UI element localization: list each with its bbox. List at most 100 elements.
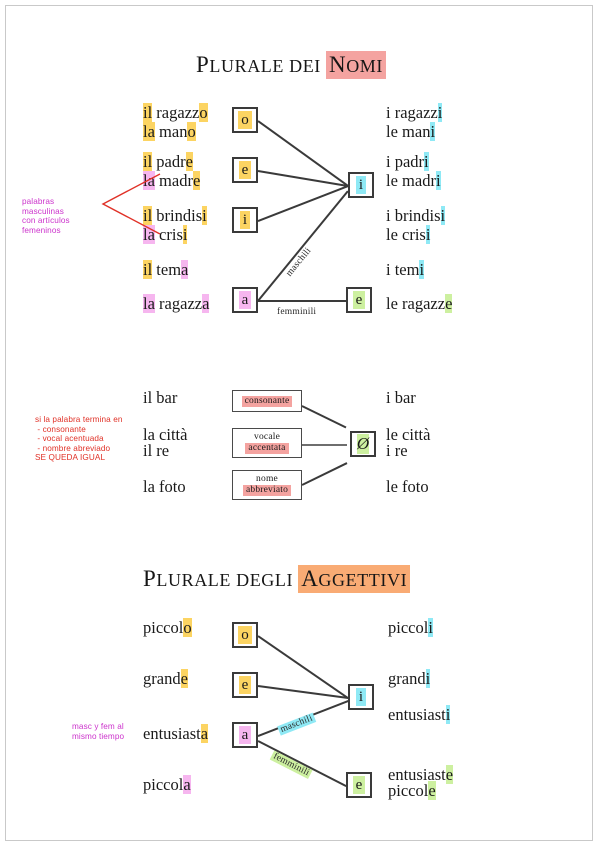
word-le-crisi: le crisi [386,225,431,245]
connector-label-maschili-agg: maschili [277,712,317,736]
title-nomi-hl-initial: N [328,52,347,77]
stem: entusiast [143,724,201,743]
word-il-bar: il bar [143,388,177,408]
ending: a [202,294,210,313]
box-target-i-nomi[interactable]: i [348,172,374,198]
ending: i [425,669,431,688]
box-source-e-agg[interactable]: e [232,672,258,698]
ending: i [419,260,425,279]
box-target-e-nomi[interactable]: e [346,287,372,313]
stem: entusiast [388,705,446,724]
box-target-e-agg[interactable]: e [346,772,372,798]
word-i-temi: i temi [386,260,425,280]
word-le-citta: le città [386,425,430,445]
word-i-bar: i bar [386,388,416,408]
ending: i [424,152,429,171]
word-il-tema: il tema [143,260,189,280]
word-entusiasti: entusiasti [388,705,451,725]
stem: i tem [386,260,420,279]
ending: o [199,103,208,122]
article-la: la [143,122,155,141]
box-source-a-nomi[interactable]: a [232,287,258,313]
word-piccolo: piccolo [143,618,192,638]
connector-label-femminili-nomi: femminili [277,307,317,317]
connector-a-to-e-agg [257,740,347,788]
ending: a [181,260,189,279]
stem: piccol [388,618,429,637]
stem: padr [152,152,186,171]
empty-set-icon: Ø [356,434,370,454]
box-source-o-nomi[interactable]: o [232,107,258,133]
box-rule-nome-abbreviato[interactable]: nome abbreviato [232,470,302,500]
stem: ragazz [154,294,203,313]
title-nomi-prefix: LURALE DEI [209,56,326,76]
box-target-empty-set[interactable]: Ø [350,431,376,457]
stem: piccol [143,775,184,794]
stem: le ragazz [386,294,446,313]
word-i-ragazzi: i ragazzi [386,103,443,123]
title-nomi-hl-rest: OMI [346,56,384,76]
stem: tem [152,260,182,279]
ending: a [200,724,209,743]
box-source-a-agg[interactable]: a [232,722,258,748]
ending: i [445,705,451,724]
article-il: il [143,260,153,279]
stem: il re [143,441,170,460]
stem: le città [386,425,431,444]
stem: piccol [143,618,184,637]
ending: i [428,618,433,637]
word-le-madri: le madri [386,171,441,191]
box-source-i-nomi[interactable]: i [232,207,258,233]
ending: e [428,781,436,800]
stem: i ragazz [386,103,438,122]
ending: i [440,206,446,225]
word-la-ragazza: la ragazza [143,294,210,314]
stem: i brindis [386,206,441,225]
word-piccole: piccole [388,781,436,801]
bracket-masc-fem-articles [101,173,161,235]
rule-text-consonante: consonante [241,395,293,407]
ending: e [445,294,453,313]
box-source-o-agg[interactable]: o [232,622,258,648]
word-i-brindisi: i brindisi [386,206,446,226]
word-piccoli: piccoli [388,618,433,638]
stem: ragazz [152,103,200,122]
stem: grand [143,669,181,688]
rule-text-nome: nome [256,474,278,484]
connector-e-to-i [257,170,349,188]
stem: brindis [152,206,203,225]
page-title-aggettivi: PLURALE DEGLI AGGETTIVI [143,565,411,593]
ending: i [435,171,441,190]
word-la-crisi: la crisi [143,225,188,245]
stem: le foto [386,477,429,496]
box-rule-consonante[interactable]: consonante [232,390,302,412]
stem: la foto [143,477,186,496]
ending: e [445,765,454,784]
word-la-mano: la mano [143,122,196,142]
stem: entusiast [388,765,446,784]
title-agg-initial: P [143,566,157,591]
word-entusiasta: entusiasta [143,724,209,744]
word-le-foto: le foto [386,477,429,497]
word-le-ragazze: le ragazze [386,294,453,314]
box-target-i-agg[interactable]: i [348,684,374,710]
word-i-re: i re [386,441,408,461]
rule-text-abbreviato: abbreviato [242,485,292,496]
ending: e [192,171,201,190]
article-il: il [143,152,153,171]
ending: i [425,225,431,244]
rule-text-accentata: accentata [245,443,289,454]
stem: i re [386,441,408,460]
connector-a-to-e-femminili [258,300,346,302]
title-agg-hl-initial: A [301,566,319,591]
stem: man [154,122,188,141]
stem: le cris [386,225,426,244]
connector-a-to-i-maschili [257,190,349,302]
box-source-e-nomi[interactable]: e [232,157,258,183]
rule-text-vocale: vocale [254,432,280,442]
title-agg-highlight: AGGETTIVI [298,565,411,593]
article-la: la [143,225,155,244]
ending: e [185,152,193,171]
box-rule-vocale-accentata[interactable]: vocale accentata [232,428,302,458]
title-nomi-initial: P [196,52,210,77]
